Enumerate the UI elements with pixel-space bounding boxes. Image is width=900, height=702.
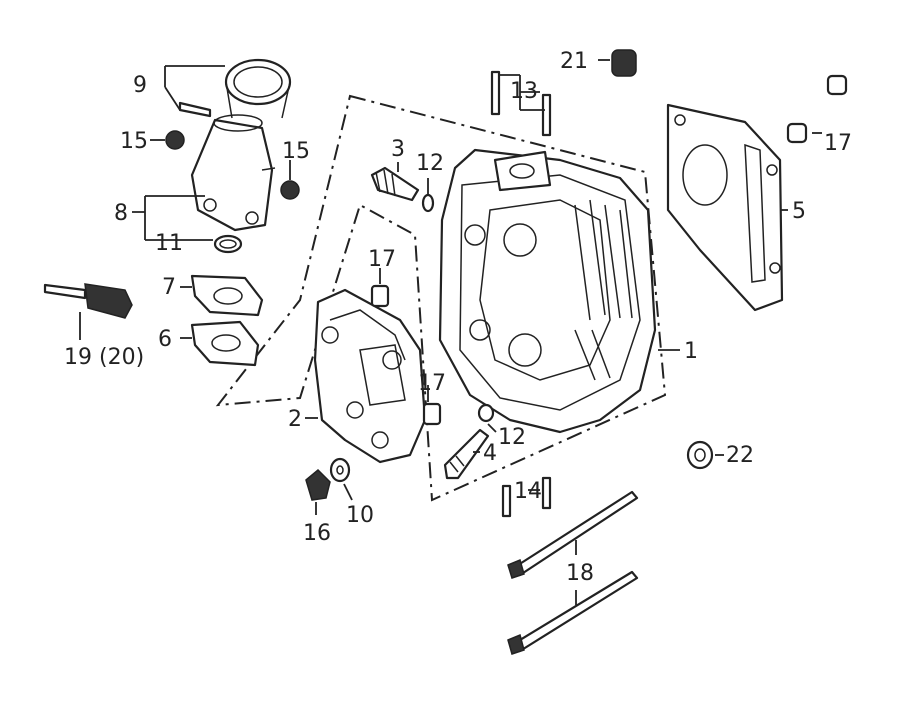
part-washer: [329, 457, 351, 483]
callout-14: 14: [514, 479, 542, 504]
callout-6: 6: [158, 327, 172, 352]
callout-2: 2: [288, 407, 302, 432]
callout-10: 10: [346, 503, 374, 528]
callout-17-gasket: 17: [824, 131, 852, 156]
callout-18: 18: [566, 561, 594, 586]
callout-21: 21: [560, 49, 588, 74]
callout-16: 16: [303, 521, 331, 546]
part-nut-right: [280, 180, 300, 200]
callout-8: 8: [114, 201, 128, 226]
part-studs-lower: [501, 476, 552, 518]
part-spark-plug: [43, 283, 133, 319]
part-valve-upper: [370, 166, 420, 202]
part-camshaft-holder: [313, 288, 427, 464]
callout-5: 5: [792, 199, 806, 224]
part-dowel-pin-head: [370, 284, 390, 308]
assembly-boundary: [215, 94, 667, 502]
callout-12-upper: 12: [416, 151, 444, 176]
callout-3: 3: [391, 137, 405, 162]
part-dowel-pin-gasket-1: [786, 122, 808, 144]
callout-12-lower: 12: [498, 425, 526, 450]
part-cylinder-head: [438, 148, 657, 434]
part-insulator-gasket: [190, 274, 264, 317]
callout-4: 4: [483, 441, 497, 466]
part-nut-left: [165, 130, 185, 150]
callout-1: 1: [684, 339, 698, 364]
part-dowel-pin-holder: [422, 402, 442, 426]
part-valve-ring-lower: [477, 403, 495, 423]
leader-lines: [79, 59, 822, 605]
part-insulator: [190, 320, 260, 367]
part-valve-lower: [443, 428, 490, 480]
callout-13: 13: [510, 79, 538, 104]
part-cap: [611, 49, 637, 77]
part-stud-bolt-upper: [507, 490, 639, 579]
callout-15-right: 15: [282, 139, 310, 164]
part-dowel-pin-gasket-2: [826, 74, 848, 96]
part-studs-upper: [490, 70, 552, 137]
callout-9: 9: [133, 73, 147, 98]
part-intake-pipe: [190, 114, 276, 232]
callout-17-head: 17: [368, 247, 396, 272]
part-stud-bolt-lower: [507, 570, 639, 655]
part-valve-ring-upper: [421, 193, 435, 213]
callout-22: 22: [726, 443, 754, 468]
callout-15-left: 15: [120, 129, 148, 154]
callout-7: 7: [162, 275, 176, 300]
callout-17-holder: 17: [418, 371, 446, 396]
part-cap-nut: [305, 468, 331, 501]
callout-19-20: 19 (20): [64, 345, 144, 370]
callout-11: 11: [155, 231, 183, 256]
part-intake-clamp: [178, 58, 292, 119]
part-nut-22: [686, 440, 714, 470]
part-o-ring: [213, 234, 243, 254]
part-head-gasket: [666, 103, 784, 312]
